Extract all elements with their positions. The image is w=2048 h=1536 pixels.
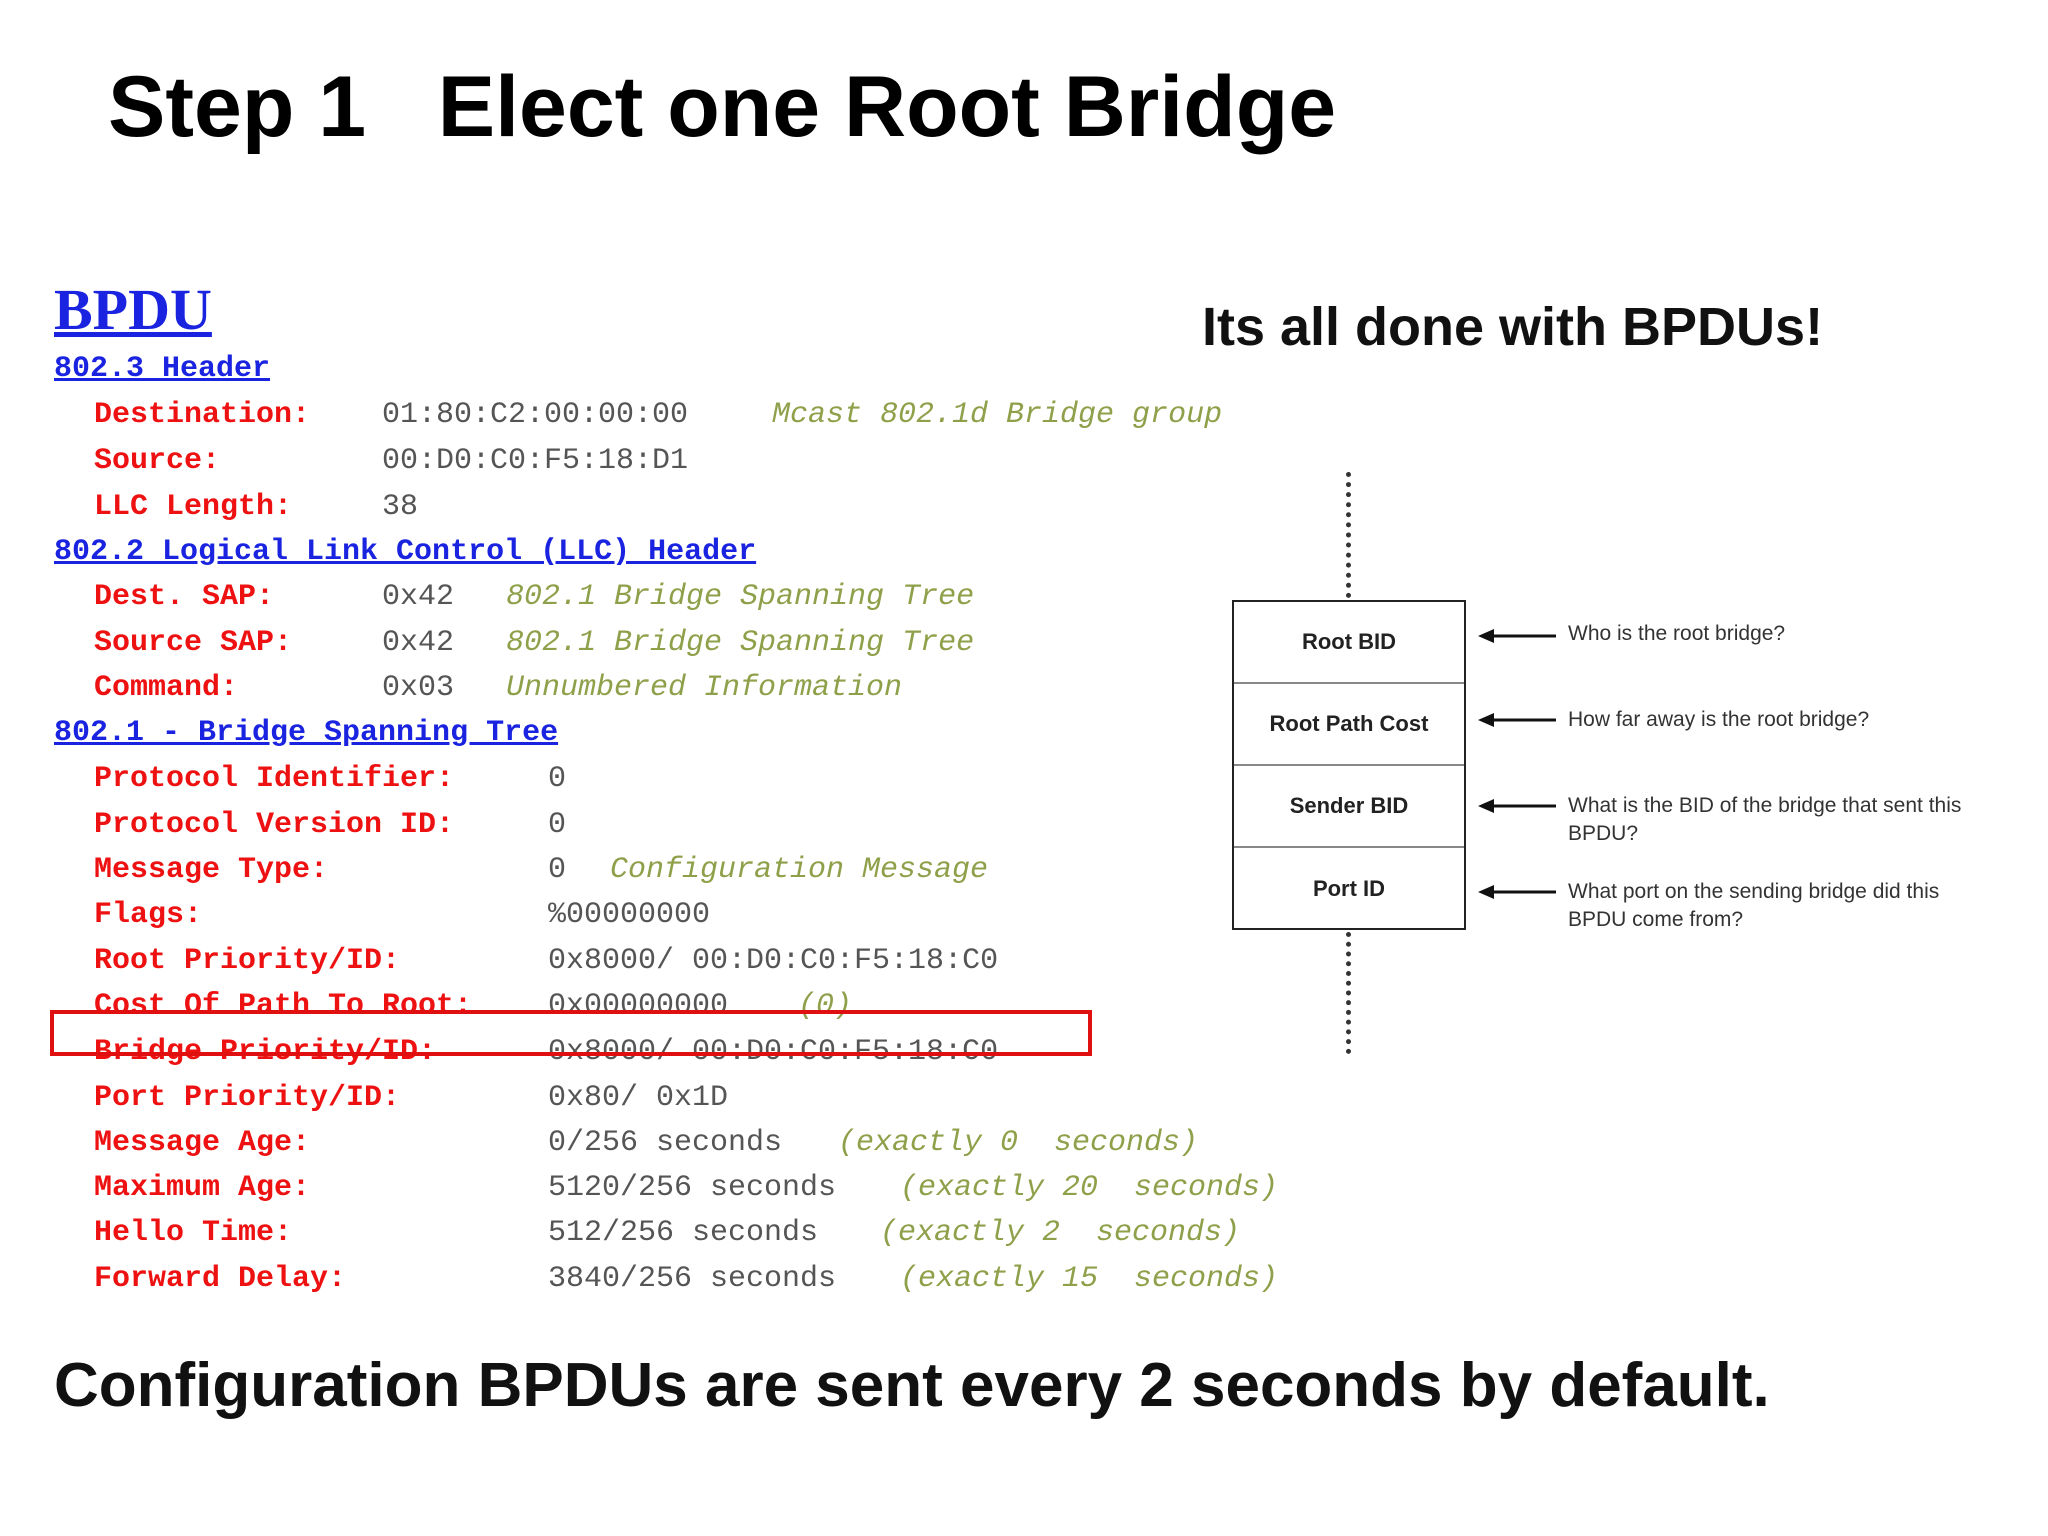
field-root-priority-label: Root Priority/ID: [94, 944, 401, 978]
arrow-left-icon [1478, 799, 1556, 813]
bpdu-fields-diagram: Root BID Root Path Cost Sender BID Port … [1232, 600, 1466, 930]
field-source-sap-value: 0x42 [382, 626, 455, 660]
field-protocol-version-label: Protocol Version ID: [94, 808, 455, 842]
field-hello-time-note: (exactly 2 seconds) [880, 1216, 1241, 1250]
field-command-label: Command: [94, 671, 239, 705]
field-destination-note: Mcast 802.1d Bridge group [772, 398, 1223, 432]
field-llc-length-label: LLC Length: [94, 490, 293, 524]
field-cost-of-path-label: Cost Of Path To Root: [94, 989, 473, 1023]
slide-subtitle: Its all done with BPDUs! [1202, 297, 1824, 357]
field-command-note: Unnumbered Information [506, 671, 903, 705]
bpdu-heading-link[interactable]: BPDU [54, 277, 212, 342]
diagram-cell-port-id: Port ID [1312, 876, 1386, 901]
section-8023-header-link[interactable]: 802.3 Header [54, 352, 271, 386]
field-dest-sap-label: Dest. SAP: [94, 580, 275, 614]
frame-dotted-line-bottom [1346, 932, 1351, 1054]
field-message-age-value: 0/256 seconds [548, 1126, 783, 1160]
field-cost-of-path-value: 0x00000000 [548, 989, 729, 1023]
field-protocol-identifier-value: 0 [548, 762, 567, 796]
field-source-label: Source: [94, 444, 221, 478]
frame-dotted-line-top [1346, 472, 1351, 598]
diagram-cell-sender-bid: Sender BID [1234, 766, 1464, 848]
field-dest-sap-note: 802.1 Bridge Spanning Tree [506, 580, 975, 614]
field-destination-label: Destination: [94, 398, 311, 432]
field-destination-value: 01:80:C2:00:00:00 [382, 398, 689, 432]
field-message-age-label: Message Age: [94, 1126, 311, 1160]
arrow-left-icon [1478, 885, 1556, 899]
field-forward-delay-note: (exactly 15 seconds) [900, 1262, 1279, 1296]
diagram-cell-root-bid: Root BID [1234, 602, 1464, 684]
field-cost-of-path-note: (0) [798, 989, 853, 1023]
section-8021-spanning-tree-link[interactable]: 802.1 - Bridge Spanning Tree [54, 716, 559, 750]
field-forward-delay-label: Forward Delay: [94, 1262, 347, 1296]
field-message-age-note: (exactly 0 seconds) [838, 1126, 1199, 1160]
question-root-path-cost: How far away is the root bridge? [1568, 708, 1870, 731]
question-sender-bid: What is the BID of the bridge that sent … [1568, 794, 1962, 845]
field-port-priority-label: Port Priority/ID: [94, 1081, 401, 1115]
field-protocol-identifier-label: Protocol Identifier: [94, 762, 455, 796]
question-port-id: What port on the sending bridge did this… [1568, 880, 1940, 931]
field-source-sap-label: Source SAP: [94, 626, 293, 660]
field-dest-sap-value: 0x42 [382, 580, 455, 614]
field-flags-label: Flags: [94, 898, 203, 932]
field-hello-time-value: 512/256 seconds [548, 1216, 819, 1250]
slide-title: Step 1 Elect one Root Bridge [108, 59, 1337, 155]
diagram-cell-root-path-cost: Root Path Cost [1234, 684, 1464, 766]
field-message-type-value: 0 [548, 853, 567, 887]
field-port-priority-value: 0x80/ 0x1D [548, 1081, 729, 1115]
slide-footer-note: Configuration BPDUs are sent every 2 sec… [54, 1351, 1770, 1420]
section-8022-llc-header-link[interactable]: 802.2 Logical Link Control (LLC) Header [54, 535, 757, 569]
field-hello-time-label: Hello Time: [94, 1216, 293, 1250]
field-message-type-note: Configuration Message [610, 853, 989, 887]
field-maximum-age-note: (exactly 20 seconds) [900, 1171, 1279, 1205]
field-forward-delay-value: 3840/256 seconds [548, 1262, 837, 1296]
field-command-value: 0x03 [382, 671, 455, 705]
field-protocol-version-value: 0 [548, 808, 567, 842]
field-maximum-age-label: Maximum Age: [94, 1171, 311, 1205]
arrow-left-icon [1478, 629, 1556, 643]
bridge-priority-highlight-box [50, 1010, 1092, 1056]
field-maximum-age-value: 5120/256 seconds [548, 1171, 837, 1205]
field-llc-length-value: 38 [382, 490, 419, 524]
field-flags-value: %00000000 [548, 898, 711, 932]
field-source-value: 00:D0:C0:F5:18:D1 [382, 444, 689, 478]
question-root-bid: Who is the root bridge? [1568, 622, 1786, 645]
field-source-sap-note: 802.1 Bridge Spanning Tree [506, 626, 975, 660]
field-message-type-label: Message Type: [94, 853, 329, 887]
field-root-priority-value: 0x8000/ 00:D0:C0:F5:18:C0 [548, 944, 999, 978]
arrow-left-icon [1478, 713, 1556, 727]
